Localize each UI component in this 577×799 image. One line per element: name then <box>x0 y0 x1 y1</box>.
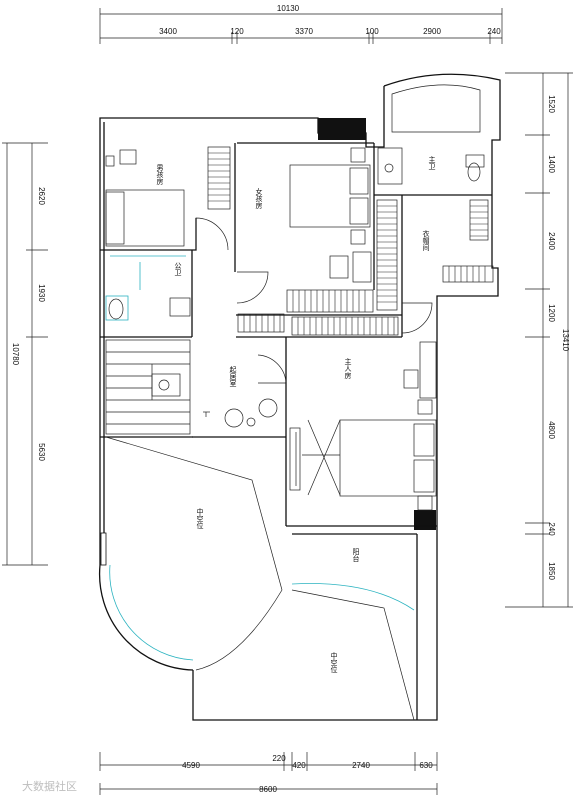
exterior-walls <box>98 73 501 721</box>
label-master-bedroom: 主人房 <box>344 357 352 380</box>
dim-right-6: 240 <box>547 522 556 536</box>
label-balcony: 阳台 <box>352 547 360 563</box>
doors <box>195 217 433 384</box>
boys-bed <box>105 189 185 247</box>
furniture <box>105 147 485 721</box>
dim-top-4: 100 <box>365 27 379 36</box>
master-bed <box>339 419 437 497</box>
interior-walls <box>100 142 492 720</box>
label-void-right: 中空位 <box>330 651 338 673</box>
watermark: 大数据社区 <box>22 779 77 793</box>
dim-bottom-2: 220 <box>272 754 286 763</box>
dim-right-total: 13410 <box>561 329 570 352</box>
dim-right-4: 1200 <box>547 304 556 322</box>
label-girls-room: 女孩房 <box>255 187 263 210</box>
dim-bottom-3: 420 <box>292 761 306 770</box>
right-dimensions: 13410 1520 1400 2400 1200 4800 240 1850 <box>505 72 573 608</box>
label-boys-room: 男孩房 <box>156 164 164 186</box>
dim-top-total: 10130 <box>277 4 300 13</box>
label-void-left: 中空位 <box>196 507 204 529</box>
dim-right-3: 2400 <box>547 232 556 250</box>
label-public-bath: 公卫 <box>174 262 182 276</box>
dim-right-5: 4800 <box>547 421 556 439</box>
dim-top-6: 240 <box>487 27 501 36</box>
dim-top-2: 120 <box>230 27 244 36</box>
label-lounge: 起居室 <box>229 366 237 387</box>
dim-top-5: 2900 <box>423 27 441 36</box>
dim-left-1: 2620 <box>37 187 46 205</box>
dim-left-3: 5630 <box>37 443 46 461</box>
dim-bottom-total: 8600 <box>259 785 277 794</box>
dim-top-3: 3370 <box>295 27 313 36</box>
dim-right-1: 1520 <box>547 95 556 113</box>
label-master-bath: 主卫 <box>428 155 436 170</box>
bottom-dimensions: 4590 220 420 2740 630 8600 <box>99 752 438 795</box>
wardrobes <box>207 146 494 336</box>
room-labels: 男孩房 女孩房 主卫 衣帽间 公卫 起居室 主人房 中空位 阳台 中空位 <box>156 155 436 673</box>
dim-bottom-4: 2740 <box>352 761 370 770</box>
left-dimensions: 10780 2620 1930 5630 <box>2 142 48 566</box>
label-closet: 衣帽间 <box>422 229 430 252</box>
dim-right-7: 1850 <box>547 562 556 580</box>
dim-top-1: 3400 <box>159 27 177 36</box>
dim-bottom-5: 630 <box>419 761 433 770</box>
dim-bottom-1: 4590 <box>182 761 200 770</box>
dim-left-total: 10780 <box>11 343 20 366</box>
dim-left-2: 1930 <box>37 284 46 302</box>
top-dimensions: 10130 3400 120 3370 100 2900 240 <box>99 4 503 44</box>
girls-bed <box>289 164 371 228</box>
dim-right-2: 1400 <box>547 155 556 173</box>
staircase <box>105 339 191 435</box>
